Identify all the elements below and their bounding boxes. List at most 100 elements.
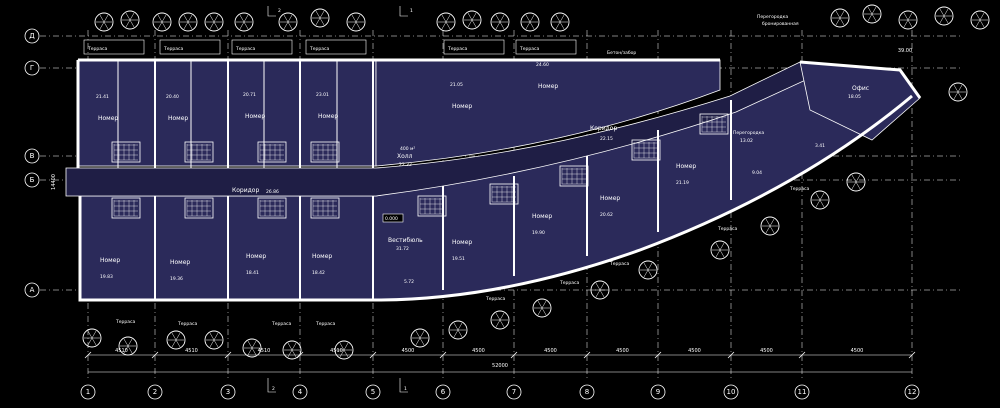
room-area: 24.60 [536,62,549,68]
room-area: 18.42 [312,270,325,276]
tree-icon [120,10,140,30]
room-label: Номер [532,213,552,220]
terrace-label: Терраса [559,280,579,286]
terrace-label: Терраса [235,46,255,52]
room-label: Номер [312,253,332,260]
room-area: 20.40 [166,94,179,100]
row-axis-label: Г [30,64,34,72]
column-axis-label: 6 [441,388,446,396]
span-dimension: 4500 [616,348,629,354]
lobby-area: 31.72 [396,246,409,252]
room-area: 19.83 [100,274,113,280]
column-axis-label: 3 [226,388,230,396]
room-label: Номер [100,257,120,264]
tree-icon [178,12,198,32]
room-area: 18.41 [246,270,259,276]
total-dimension: 52000 [492,363,508,369]
partition-room-label: Перегородка [733,130,764,136]
column-axis-label: 9 [656,388,660,396]
tree-icon [846,172,866,192]
tree-icon [166,330,186,350]
room-area: 23.01 [316,92,329,98]
tree-icon [948,82,968,102]
room-area: 20.62 [600,212,613,218]
column-axis-label: 11 [798,388,807,396]
room-area: 19.36 [170,276,183,282]
office-label: Офис [852,85,869,92]
tree-icon [898,10,918,30]
room-area: 19.51 [452,256,465,262]
room-label: Номер [318,113,338,120]
tree-icon [410,328,430,348]
office-area: 18.05 [848,94,861,100]
terrace-label: Терраса [485,296,505,302]
terrace-label: Терраса [87,46,107,52]
tree-icon [278,12,298,32]
terrace-label: Терраса [789,186,809,192]
corridor-right-label: Коридор [590,125,617,132]
tree-symbols [82,4,990,360]
terrace-label: Терраса [115,319,135,325]
column-axis-label: 1 [86,388,90,396]
lower-room-labels: Номер 19.83 Номер 19.36 Номер 18.41 Номер 18.42… [100,163,696,282]
tree-icon [234,12,254,32]
small-area-c: 5.72 [404,279,414,285]
tree-icon [520,12,540,32]
tree-icon [490,12,510,32]
building-plan [65,58,922,302]
tree-icon [204,12,224,32]
span-dimension: 4500 [760,348,773,354]
corridor-left-label: Коридор [232,187,259,194]
terrace-label: Терраса [271,321,291,327]
tree-icon [638,260,658,280]
terrace-label: Терраса [447,46,467,52]
room-label: Номер [538,83,558,90]
tree-icon [204,330,224,350]
span-dimension: 4510 [115,348,128,354]
terrace-label: Терраса [609,261,629,267]
span-dimension: 4510 [330,348,343,354]
tree-icon [810,190,830,210]
room-label: Номер [676,163,696,170]
tree-icon [462,10,482,30]
tree-icon [448,320,468,340]
concrete-note: Бетон/забор [607,50,636,56]
tree-icon [934,6,954,26]
span-dimension: 4510 [185,348,198,354]
small-area-a: 9.04 [752,170,762,176]
tree-icon [436,12,456,32]
section-mark-bottom-left: 2 [272,386,275,392]
terrace-label: Терраса [717,226,737,232]
section-marks: 2 1 2 1 [267,6,413,393]
tree-icon [550,12,570,32]
left-dimension: 14400 [51,174,57,190]
column-axis-label: 12 [908,388,917,396]
column-axis-label: 2 [153,388,157,396]
lobby-label: Вестибюль [388,237,423,244]
tree-icon [710,240,730,260]
terrace-label: Терраса [519,46,539,52]
tree-icon [532,298,552,318]
tree-icon [282,340,302,360]
top-right-dimension: 39.00 [898,48,912,54]
room-label: Номер [170,259,190,266]
tree-icon [970,10,990,30]
hall-small-area: 400 м² [400,146,415,152]
room-area: 20.71 [243,92,256,98]
column-axis-label: 4 [298,388,303,396]
tree-icon [310,8,330,28]
hall-area: 22.32 [399,162,412,168]
hall-label: Холл [397,153,413,160]
room-area: 21.05 [450,82,463,88]
room-label: Номер [452,239,472,246]
corridor-right-area: 22.15 [600,136,613,142]
room-area: 21.19 [676,180,689,186]
partition-note-2: бронированная [762,21,799,27]
span-dimension: 4500 [472,348,485,354]
room-label: Номер [168,115,188,122]
room-label: Номер [245,113,265,120]
